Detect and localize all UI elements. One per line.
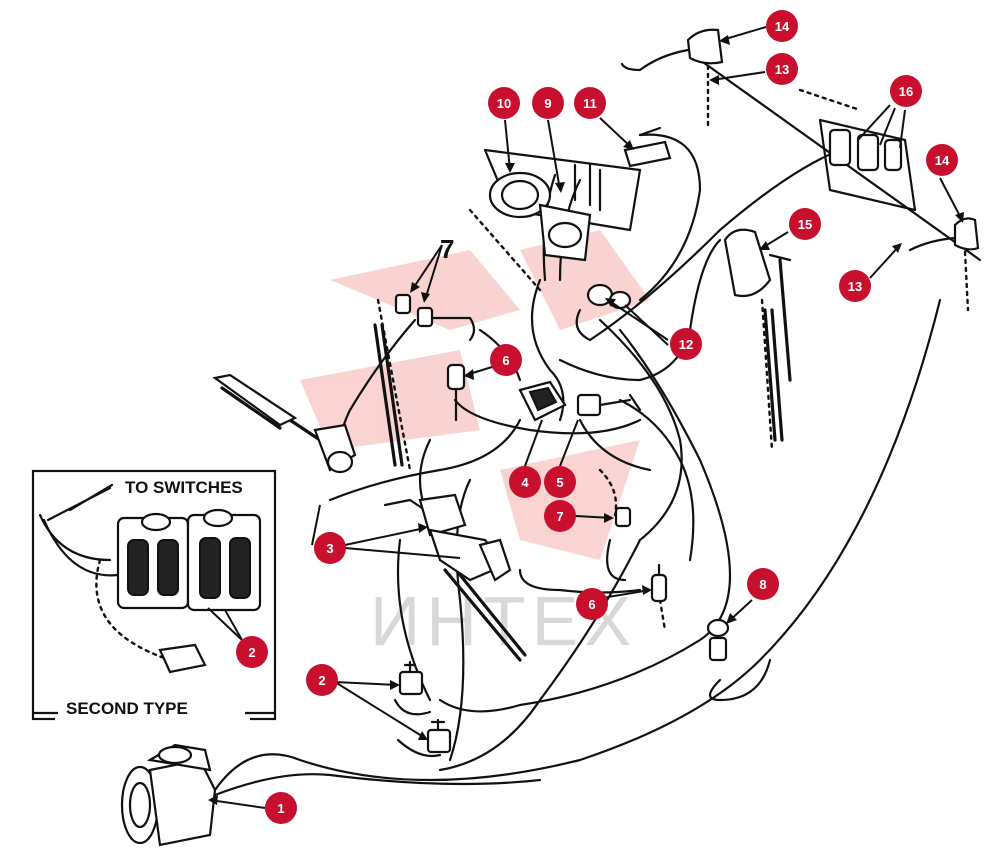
callout-8: 8 [747, 568, 779, 600]
callout-14-upper: 14 [766, 10, 798, 42]
svg-text:12: 12 [679, 337, 693, 352]
svg-text:1: 1 [277, 801, 284, 816]
callout-15: 15 [789, 208, 821, 240]
wiper-arms [212, 258, 792, 662]
svg-text:7: 7 [556, 509, 563, 524]
control-valves [518, 380, 642, 422]
inset-bottom-label: SECOND TYPE [66, 699, 188, 718]
callout-10: 10 [488, 87, 520, 119]
wiring-harness [213, 58, 982, 797]
callout-6-lower: 6 [576, 588, 608, 620]
callouts: 1 2 2 3 4 5 6 6 [236, 10, 958, 824]
lamp-right [908, 217, 980, 312]
svg-text:10: 10 [497, 96, 511, 111]
check-valves [446, 363, 668, 603]
svg-text:4: 4 [521, 475, 529, 490]
callout-13-lower: 13 [839, 270, 871, 302]
svg-text:6: 6 [502, 353, 509, 368]
callout-12: 12 [670, 328, 702, 360]
connector-cluster-12 [575, 283, 632, 342]
leader-lines [207, 26, 964, 809]
lamp-upper [620, 28, 724, 132]
wiper-linkage [313, 423, 512, 582]
relay-11 [623, 126, 672, 168]
callout-11: 11 [574, 87, 606, 119]
inset-top-label: TO SWITCHES [125, 478, 243, 497]
washer-reservoir [468, 148, 642, 292]
bare-label-7: 7 [440, 234, 454, 264]
callout-6-upper: 6 [490, 344, 522, 376]
switch-panel-16 [798, 88, 917, 212]
callout-14-right: 14 [926, 144, 958, 176]
svg-text:13: 13 [848, 279, 862, 294]
callout-3: 3 [314, 532, 346, 564]
svg-text:11: 11 [583, 96, 597, 111]
callout-1: 1 [265, 792, 297, 824]
svg-text:16: 16 [899, 84, 913, 99]
callout-7: 7 [544, 500, 576, 532]
inset-switch-assembly [38, 483, 262, 674]
callout-9: 9 [532, 87, 564, 119]
svg-text:2: 2 [318, 673, 325, 688]
svg-text:2: 2 [248, 645, 255, 660]
svg-text:6: 6 [588, 597, 595, 612]
callout-13-upper: 13 [766, 53, 798, 85]
svg-text:3: 3 [326, 541, 333, 556]
callout-4: 4 [509, 466, 541, 498]
hose-fitting-8 [706, 618, 730, 662]
svg-text:9: 9 [544, 96, 551, 111]
svg-text:13: 13 [775, 62, 789, 77]
svg-text:14: 14 [935, 153, 950, 168]
inset-second-type: TO SWITCHES SECOND TYPE [31, 469, 277, 726]
valve-group-2 [393, 660, 452, 758]
callout-2-inset: 2 [236, 636, 268, 668]
motor-15 [723, 228, 792, 298]
callout-5: 5 [544, 466, 576, 498]
callout-2-main: 2 [306, 664, 338, 696]
svg-text:5: 5 [556, 475, 563, 490]
svg-text:14: 14 [775, 19, 790, 34]
callout-16: 16 [890, 75, 922, 107]
svg-text:15: 15 [798, 217, 812, 232]
tee-fittings [394, 293, 632, 528]
pump-motor-assembly [120, 743, 217, 847]
svg-text:8: 8 [759, 577, 766, 592]
